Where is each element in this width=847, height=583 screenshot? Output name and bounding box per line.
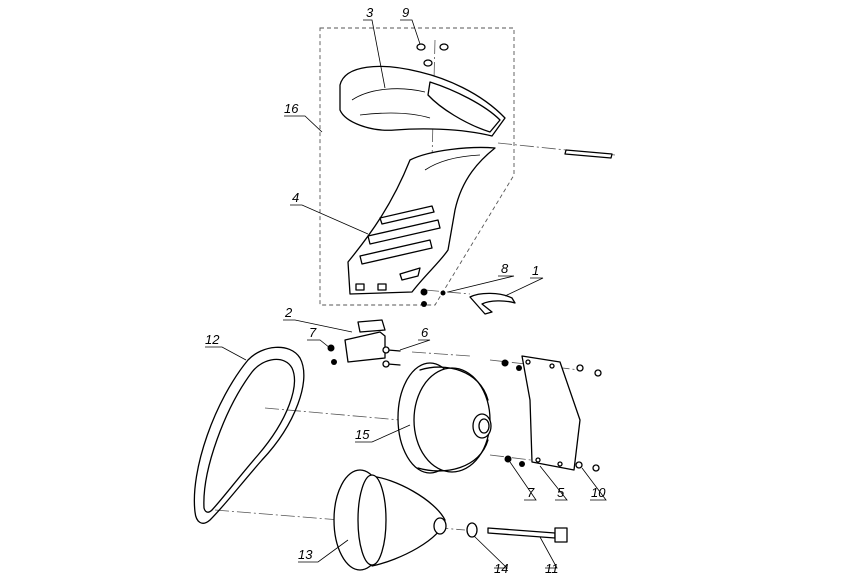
callout-2: 2 (284, 305, 293, 320)
callout-4: 4 (292, 190, 299, 205)
callout-14: 14 (494, 561, 508, 576)
part-1-handle (469, 292, 516, 315)
part-14-washer (466, 522, 478, 538)
callout-7-left: 7 (309, 325, 317, 340)
part-15-pulley (397, 362, 492, 474)
part-3-cover (339, 65, 506, 137)
part-13-cone-pulley (333, 469, 447, 571)
callout-13: 13 (298, 547, 313, 562)
callout-10: 10 (591, 485, 606, 500)
callout-5: 5 (557, 485, 565, 500)
callout-3: 3 (366, 5, 374, 20)
callout-11: 11 (545, 561, 559, 576)
part-12-belt (193, 346, 305, 524)
callout-1: 1 (532, 263, 539, 278)
callout-7-right: 7 (527, 485, 535, 500)
callout-12: 12 (205, 332, 220, 347)
callout-16: 16 (284, 101, 299, 116)
part-6-bolts (382, 346, 401, 368)
callout-9: 9 (402, 5, 409, 20)
part-2-bracket (344, 319, 386, 363)
assembly-16-frame (319, 27, 515, 306)
callout-8: 8 (501, 261, 509, 276)
part-11-bolt (487, 527, 568, 543)
belt-strip (564, 149, 613, 159)
part-9-nuts (416, 43, 449, 67)
part-7-nuts-left (327, 344, 337, 365)
part-10-bolts (575, 364, 602, 472)
callout-15: 15 (355, 427, 370, 442)
part-5-plate (521, 355, 581, 471)
part-8-screws (420, 288, 446, 307)
part-4-guard (347, 146, 496, 295)
leader-lines (205, 19, 607, 569)
part-7-nuts-right (501, 359, 525, 467)
callout-6: 6 (421, 325, 429, 340)
